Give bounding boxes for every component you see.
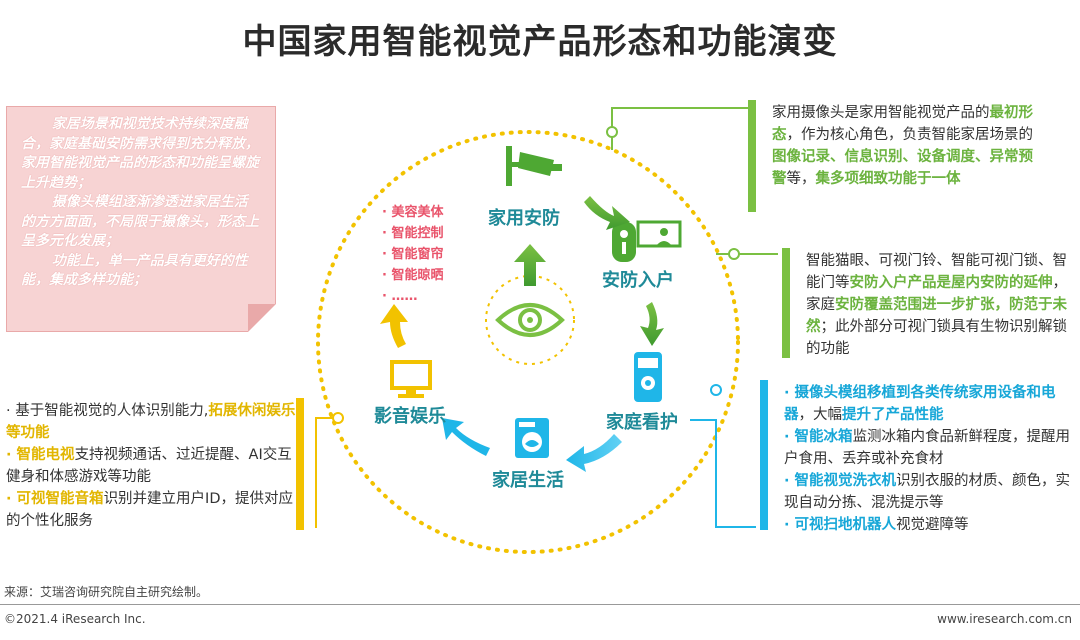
connector-life <box>690 384 756 528</box>
node-entertainment: 影音娱乐 <box>374 406 446 427</box>
connector-security <box>606 107 748 150</box>
website-link[interactable]: www.iresearch.com.cn <box>937 612 1072 626</box>
entertain-text: · 基于智能视觉的人体识别能力, <box>6 403 209 419</box>
entry-description: 智能猫眼、可视门铃、智能可视门锁、智能门等安防入户产品是屋内安防的延伸，家庭安防… <box>806 250 1078 360</box>
arrow-security-to-entry <box>584 196 630 230</box>
security-text: ，作为核心角色，负责智能家居场景的 <box>786 127 1034 143</box>
entertain-highlight: 拓展休闲娱乐等功能 <box>6 403 296 441</box>
security-text: 家用摄像头是家用智能视觉产品的 <box>772 105 990 121</box>
future-item: · 智能晾晒 <box>382 268 444 283</box>
entry-box-bar <box>782 248 790 358</box>
smart-lock-icon <box>634 352 662 402</box>
security-description: 家用摄像头是家用智能视觉产品的最初形态，作为核心角色，负责智能家居场景的图像记录… <box>772 102 1042 190</box>
copyright: ©2021.4 iResearch Inc. <box>4 612 146 626</box>
future-item: · 智能窗帘 <box>382 247 444 262</box>
future-functions-list: · 美容美体 · 智能控制 · 智能窗帘 · 智能晾晒 · …… <box>382 202 443 307</box>
intro-paragraph-3: 功能上，单一产品具有更好的性能，集成多样功能； <box>21 252 248 289</box>
entertain-line: · 智能电视支持视频通话、过近提醒、AI交互健身和体感游戏等功能 <box>6 444 296 488</box>
security-highlight: 最初形态 <box>772 105 1033 143</box>
life-text: ，大幅 <box>798 407 843 423</box>
dotted-orbit <box>316 130 740 554</box>
security-box-bar <box>748 100 756 212</box>
future-item: · …… <box>382 289 418 304</box>
arrow-entertain-to-future <box>380 304 408 348</box>
smart-doorbell-icon <box>612 220 682 262</box>
life-highlight: · 智能冰箱 <box>784 429 853 445</box>
entertain-line: · 基于智能视觉的人体识别能力,拓展休闲娱乐等功能 <box>6 400 296 444</box>
future-item: · 智能控制 <box>382 226 444 241</box>
life-text: 识别衣服的材质、颜色，实现自动分拣、混洗提示等 <box>784 473 1071 511</box>
life-line: · 智能视觉洗衣机识别衣服的材质、颜色，实现自动分拣、混洗提示等 <box>784 470 1076 514</box>
security-highlight: 图像记录、信息识别、设备调度、异常预警 <box>772 149 1033 187</box>
entertain-highlight: · 智能电视 <box>6 447 75 463</box>
arrow-up-green <box>514 244 546 286</box>
node-home-care: 家庭看护 <box>606 412 678 433</box>
entertain-text: 支持视频通话、过近提醒、AI交互健身和体感游戏等功能 <box>6 447 292 485</box>
life-line: · 摄像头模组移植到各类传统家用设备和电器，大幅提升了产品性能 <box>784 382 1076 426</box>
security-highlight: 集多项细致功能于一体 <box>815 171 961 187</box>
life-line: · 智能冰箱监测冰箱内食品新鲜程度，提醒用户食用、丢弃或补充食材 <box>784 426 1076 470</box>
arrow-care-to-life <box>566 434 622 472</box>
entry-highlight: 安防覆盖范围进一步扩张，防范于未然 <box>806 297 1067 335</box>
washing-machine-icon <box>515 418 549 458</box>
life-highlight: · 智能视觉洗衣机 <box>784 473 897 489</box>
arrow-life-to-entertain <box>442 418 490 456</box>
life-line: · 可视扫地机器人视觉避障等 <box>784 514 1076 536</box>
future-item: · 美容美体 <box>382 205 444 220</box>
life-text: 视觉避障等 <box>896 517 969 533</box>
footer-divider <box>0 604 1080 605</box>
security-text: 等， <box>786 171 816 187</box>
eye-icon <box>485 275 575 365</box>
intro-paragraph-1: 家居场景和视觉技术持续深度融合，家庭基础安防需求得到充分释放，家用智能视觉产品的… <box>21 116 259 191</box>
page-fold-decoration <box>248 304 276 332</box>
entertain-box-bar <box>296 398 304 530</box>
node-security-entry: 安防入户 <box>602 270 674 291</box>
entry-highlight: 安防入户产品是屋内安防的延伸 <box>849 275 1053 291</box>
connector-entry <box>716 248 778 260</box>
entry-text: 智能猫眼、可视门铃、智能可视门锁、智能门等 <box>806 253 1067 291</box>
node-home-life: 家居生活 <box>492 470 564 491</box>
page-title: 中国家用智能视觉产品形态和功能演变 <box>242 22 838 62</box>
life-description: · 摄像头模组移植到各类传统家用设备和电器，大幅提升了产品性能 · 智能冰箱监测… <box>784 382 1076 536</box>
life-highlight: · 可视扫地机器人 <box>784 517 897 533</box>
connector-entertain <box>315 412 344 528</box>
entertain-text: 识别并建立用户ID，提供对应的个性化服务 <box>6 491 294 529</box>
television-icon <box>390 360 432 398</box>
life-highlight: · 摄像头模组移植到各类传统家用设备和电器 <box>784 385 1056 423</box>
life-highlight: 提升了产品性能 <box>842 407 944 423</box>
entry-text: ，家庭 <box>806 275 1067 313</box>
security-camera-icon <box>506 146 562 186</box>
entertain-highlight: · 可视智能音箱 <box>6 491 104 507</box>
life-box-bar <box>760 380 768 530</box>
entry-text: ；此外部分可视门锁具有生物识别解锁的功能 <box>806 319 1067 357</box>
entertain-line: · 可视智能音箱识别并建立用户ID，提供对应的个性化服务 <box>6 488 296 532</box>
node-home-security: 家用安防 <box>488 208 560 229</box>
intro-note: 家居场景和视觉技术持续深度融合，家庭基础安防需求得到充分释放，家用智能视觉产品的… <box>6 106 276 332</box>
source-note: 来源：艾瑞咨询研究院自主研究绘制。 <box>4 585 209 599</box>
intro-paragraph-2: 摄像头模组逐渐渗透进家居生活的方方面面，不局限于摄像头，形态上呈多元化发展； <box>21 194 259 249</box>
arrow-entry-to-care <box>640 302 664 346</box>
entertainment-description: · 基于智能视觉的人体识别能力,拓展休闲娱乐等功能 · 智能电视支持视频通话、过… <box>6 400 296 532</box>
life-text: 监测冰箱内食品新鲜程度，提醒用户食用、丢弃或补充食材 <box>784 429 1071 467</box>
